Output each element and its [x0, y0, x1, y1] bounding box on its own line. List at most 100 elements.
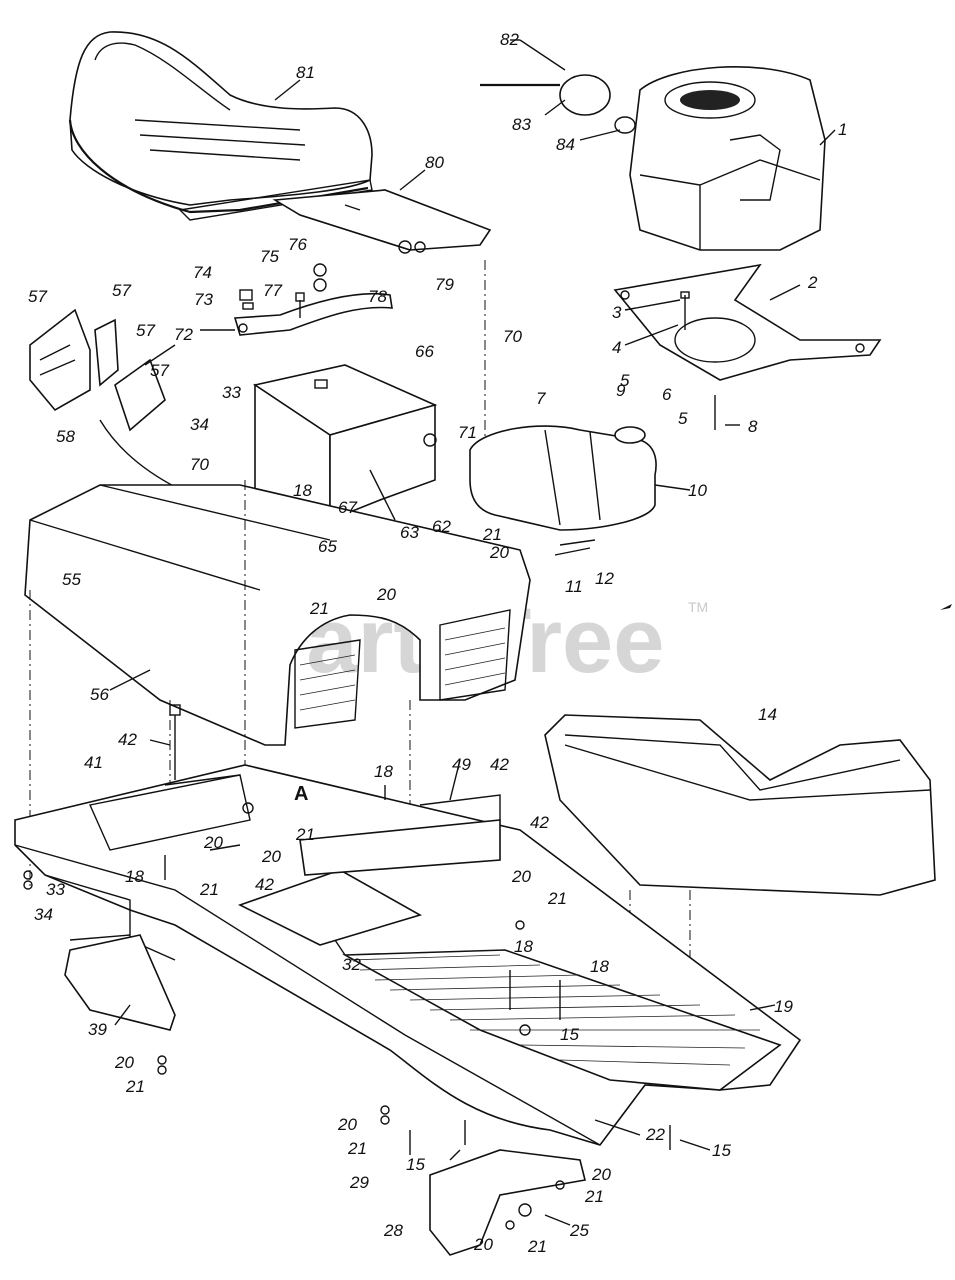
leader-lines [109, 39, 836, 1226]
engine-plate-part [613, 263, 882, 430]
callout-83: 83 [512, 115, 531, 134]
callout-29: 29 [349, 1173, 369, 1192]
callout-21f: 21 [125, 1077, 145, 1096]
front-skirt-part [64, 934, 176, 1031]
callout-42d: 42 [255, 875, 274, 894]
callout-41: 41 [84, 753, 103, 772]
callout-58: 58 [56, 427, 75, 446]
callout-21g: 21 [347, 1139, 367, 1158]
callout-20c: 20 [203, 833, 223, 852]
callout-10: 10 [688, 481, 707, 500]
callout-66: 66 [415, 342, 434, 361]
callout-57b: 57 [112, 281, 131, 300]
callout-1: 1 [838, 120, 847, 139]
callout-20d: 20 [261, 847, 281, 866]
callout-20g: 20 [337, 1115, 357, 1134]
fuel-tank-part [469, 425, 657, 556]
callout-65: 65 [318, 537, 337, 556]
callout-32: 32 [342, 955, 361, 974]
callout-19: 19 [774, 997, 793, 1016]
hardware-upper [239, 263, 327, 318]
starter-part [480, 39, 636, 134]
callout-21e: 21 [547, 889, 567, 908]
callout-8: 8 [748, 417, 758, 436]
callout-57d: 57 [150, 361, 169, 380]
watermark-trademark: TM [688, 599, 708, 615]
callout-39: 39 [88, 1020, 107, 1039]
callout-34b: 34 [34, 905, 53, 924]
callout-4: 4 [612, 338, 621, 357]
console-bracket-part [252, 364, 438, 522]
callout-76: 76 [288, 235, 307, 254]
callout-70b: 70 [190, 455, 209, 474]
callout-79: 79 [435, 275, 454, 294]
callout-20e: 20 [511, 867, 531, 886]
callout-21a: 21 [482, 525, 502, 544]
callout-77: 77 [263, 281, 282, 300]
callout-33a: 33 [222, 383, 241, 402]
callout-42b: 42 [490, 755, 509, 774]
hardware-lower [23, 704, 671, 1230]
callout-11: 11 [565, 577, 583, 596]
callout-49: 49 [452, 755, 471, 774]
seat-adjust-bracket-part [233, 292, 393, 336]
callout-42c: 42 [530, 813, 549, 832]
callout-81: 81 [296, 63, 315, 82]
callout-67: 67 [338, 498, 357, 517]
seat-bracket-part [272, 189, 492, 254]
callout-57a: 57 [28, 287, 47, 306]
hood-shroud-part [24, 484, 531, 746]
callout-74: 74 [193, 263, 212, 282]
rear-bracket-part [429, 1149, 586, 1256]
callout-5a: 5 [620, 371, 630, 390]
callout-18a: 18 [293, 481, 312, 500]
main-frame-part [14, 764, 802, 1146]
callout-84: 84 [556, 135, 575, 154]
callout-75: 75 [260, 247, 279, 266]
callout-15b: 15 [406, 1155, 425, 1174]
brackets-57-part [29, 308, 176, 432]
callout-63: 63 [400, 523, 419, 542]
rear-fender-part [544, 714, 936, 896]
callout-20h: 20 [591, 1165, 611, 1184]
callout-21h: 21 [584, 1187, 604, 1206]
callout-15a: 15 [560, 1025, 579, 1044]
callout-33b: 33 [46, 880, 65, 899]
callout-12: 12 [595, 569, 614, 588]
callout-6: 6 [662, 385, 672, 404]
callout-18b: 18 [374, 762, 393, 781]
callout-73: 73 [194, 290, 213, 309]
edge-mark [940, 604, 952, 610]
callout-3: 3 [612, 303, 622, 322]
callout-57c: 57 [136, 321, 155, 340]
callout-56: 56 [90, 685, 109, 704]
callout-9: 9 [616, 381, 626, 400]
callout-A: A [294, 783, 308, 805]
callout-82: 82 [500, 30, 519, 49]
callout-71: 71 [458, 423, 477, 442]
callout-21i: 21 [527, 1237, 547, 1256]
callout-25: 25 [569, 1221, 589, 1240]
callout-7: 7 [536, 389, 546, 408]
callout-22: 22 [645, 1125, 665, 1144]
engine-part [629, 66, 826, 251]
callout-62: 62 [432, 517, 451, 536]
callout-21b: 21 [309, 599, 329, 618]
callout-55: 55 [62, 570, 81, 589]
callout-15c: 15 [712, 1141, 731, 1160]
callout-2: 2 [807, 273, 818, 292]
callout-21d: 21 [199, 880, 219, 899]
callout-78: 78 [368, 287, 387, 306]
callout-18e: 18 [590, 957, 609, 976]
callout-labels: 81 82 83 84 1 80 76 75 74 77 73 79 78 72… [28, 30, 847, 1256]
callout-34a: 34 [190, 415, 209, 434]
callout-80: 80 [425, 153, 444, 172]
callout-70a: 70 [503, 327, 522, 346]
callout-20b: 20 [376, 585, 396, 604]
callout-28: 28 [383, 1221, 403, 1240]
callout-20i: 20 [473, 1235, 493, 1254]
callout-14: 14 [758, 705, 777, 724]
seat-part [68, 31, 373, 221]
callout-5b: 5 [678, 409, 688, 428]
